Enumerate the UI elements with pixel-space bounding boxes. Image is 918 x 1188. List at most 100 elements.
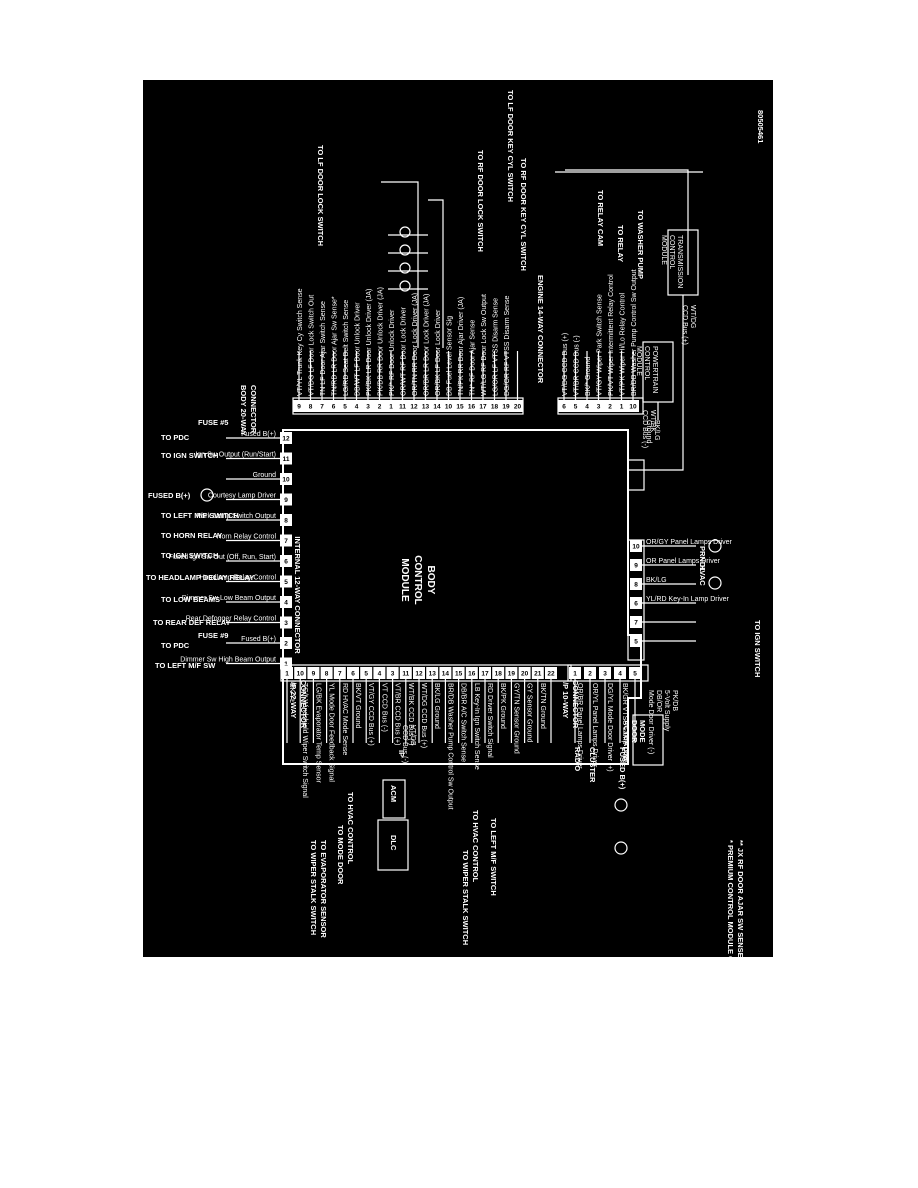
pin-cell [477, 400, 489, 412]
dest-to-wiper-stalk-switch-1: TO WIPER STALK SWITCH [309, 840, 318, 935]
body-connector-label-2: CONNECTOR [249, 385, 258, 434]
pin-number: 3 [603, 671, 607, 678]
pin-cell [360, 667, 373, 679]
pin-number: 1 [389, 404, 393, 411]
pin-cell [280, 534, 292, 547]
pin-label: DB/BR A/C Switch Sense [460, 683, 467, 762]
pin-label: GY/TN Sensor Ground [512, 683, 519, 754]
pin-label: TN LF Door Ajar Switch Sense [320, 301, 327, 396]
svg-text:Mode Door Driver (-): Mode Door Driver (-) [647, 690, 654, 754]
pin-number: 1 [285, 671, 289, 678]
pin-cell [280, 657, 292, 670]
engine-14-way-pin: 4BK/* Ground [581, 351, 593, 412]
pin-number: 10 [297, 671, 305, 678]
pin-label: VT/BR CCD Bus (-) [574, 335, 581, 396]
pin-label: BK/PK Ground [499, 683, 506, 729]
svg-text:MODULE: MODULE [660, 235, 667, 265]
pin-label: Ground [253, 472, 276, 479]
ip-22-way-pin: 8YL Mode Door Feedback Signal [320, 667, 335, 782]
pin-cell [604, 400, 616, 412]
pin-number: 4 [618, 671, 622, 678]
svg-text:VT/DB: VT/DB [409, 725, 416, 746]
engine-14-way-pin: 2PK/VT Wiper Intermittent Relay Control [604, 274, 616, 412]
pin-number: 5 [284, 579, 288, 586]
body-20-way-pin: 2PK/DB RR Door Unlock Driver (JA) [373, 287, 386, 412]
pin-cell [630, 540, 642, 552]
body-20-way-pin: 7TN LF Door Ajar Switch Sense [316, 301, 328, 412]
svg-text:WT/DG: WT/DG [689, 305, 696, 328]
pin-label: PK/BK LR Door Unlock Driver (JA) [366, 289, 373, 396]
ground-connector [627, 459, 645, 491]
pin-number: 21 [534, 671, 542, 678]
pin-cell [492, 667, 505, 679]
pin-label: RD Driver Switch Signal [486, 683, 493, 758]
svg-text:WT/BK: WT/BK [649, 410, 656, 432]
pin-number: 19 [508, 671, 516, 678]
fuse-9-label: FUSE #9 [198, 631, 228, 640]
pin-cell [479, 667, 491, 679]
pin-label: Courtesy Lamp Driver [208, 493, 277, 500]
pin-label: VT/PK Wiper Hi/Lo Relay Control [620, 292, 627, 396]
pin-number: 13 [422, 404, 430, 411]
pin-label: TN* RF Door Ajar Sense [470, 320, 477, 396]
pin-label: WT/LG RF Door Lock Sw Output [481, 294, 488, 396]
pin-cell [373, 400, 386, 412]
internal-connector-label: INTERNAL 12-WAY CONNECTOR [293, 536, 302, 654]
svg-text:MODULE: MODULE [635, 346, 642, 376]
dest-to-evaporator-sensor: TO EVAPORATOR SENSOR [319, 840, 328, 938]
pin-cell [627, 400, 639, 412]
dest-to-horn-relay: TO HORN RELAY [161, 531, 222, 540]
pin-number: 12 [415, 671, 423, 678]
fused-lamp-icon [614, 841, 628, 855]
pin-label: BR/DB Washer Pump Control Sw Output [446, 683, 453, 810]
pin-cell [488, 400, 501, 412]
dest-to-lf-door-lock-switch: TO LF DOOR LOCK SWITCH [316, 145, 325, 246]
pin-number: 3 [284, 620, 288, 627]
pin-number: 11 [283, 456, 290, 463]
pin-number: 2 [284, 641, 288, 648]
pin-cell [280, 616, 292, 629]
dest-to-low-beams: TO LOW BEAMS [161, 595, 220, 604]
pin-number: 4 [378, 671, 382, 678]
dest-to-rf-door-lock-switch: TO RF DOOR LOCK SWITCH [476, 150, 485, 252]
pin-number: 7 [284, 538, 288, 545]
pin-number: 9 [634, 563, 638, 570]
dest-to-left-mf-switch: TO LEFT M/F SWITCH [161, 511, 239, 520]
pin-cell [630, 635, 642, 647]
svg-text:POWERTRAIN: POWERTRAIN [651, 346, 658, 393]
dest-to-ign-switch-2: TO IGN SWITCH [161, 551, 218, 560]
pin-label: DG/OR RF VTSS Disarm Sense [504, 296, 511, 396]
pin-cell [465, 667, 478, 679]
dest-to-relay: TO RELAY [616, 225, 625, 262]
pin-cell [280, 432, 292, 444]
ip-22-way-pin: 5VT/GY CCD Bus (+) [360, 667, 374, 746]
svg-text:CONTROL: CONTROL [643, 346, 650, 380]
ip-10-way-pin: 3DG/YL Mode Door Driver (+) [599, 667, 613, 772]
pin-cell [408, 400, 420, 412]
pin-label: Dimmer Sw High Beam Output [180, 657, 276, 664]
pin-label: OR/BR LR Door Lock Driver (JA) [424, 294, 431, 396]
dest-to-rf-door-key-cyl-switch: TO RF DOOR KEY CYL SWITCH [519, 158, 528, 271]
pin-label: OR/TN RR Door Lock Driver (JA) [412, 293, 419, 396]
ip22-connector-label: I/P 22-WAY [289, 680, 298, 718]
pin-label: LB Key-In Ign Switch Sense [473, 683, 480, 770]
footnote-jx: ** JX RF DOOR AJAR SW SENSE (SBCM) [736, 840, 745, 957]
wiring-diagram-frame: BODY CONTROL MODULE 80505461 INTERNAL 12… [143, 80, 773, 957]
bottom-10-way-pin: 7 [630, 616, 696, 628]
hvac-lamp-icon [708, 576, 722, 590]
engine-14-way-pins: 6VT/DG CCD Bus (+)5VT/BR CCD Bus (-)4BK/… [558, 269, 639, 412]
motor-icon [399, 244, 411, 256]
svg-text:DOOR: DOOR [630, 720, 639, 743]
pin-number: 4 [585, 404, 589, 411]
pin-cell [413, 667, 425, 679]
